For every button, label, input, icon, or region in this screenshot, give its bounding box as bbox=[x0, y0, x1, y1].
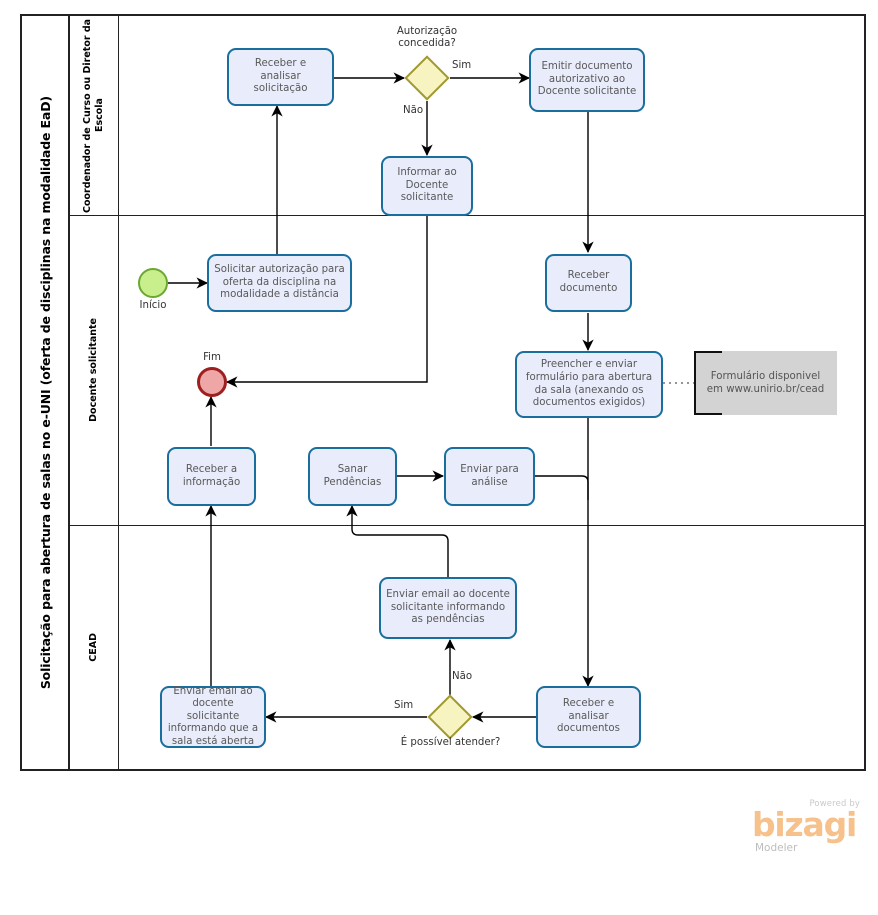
gateway-diamond-icon bbox=[427, 694, 473, 740]
lane-label-cead: CEAD bbox=[70, 525, 119, 769]
gateway-autorizacao-concedida[interactable] bbox=[404, 55, 450, 101]
lane-label-coordenador-text: Coordenador de Curso ou Diretor da Escol… bbox=[82, 18, 105, 213]
bizagi-edition-label: Modeler bbox=[755, 842, 798, 854]
pool-title-label: Solicitação para abertura de salas no e-… bbox=[37, 95, 53, 690]
flow-label-gateway1-nao: Não bbox=[403, 105, 424, 116]
task-enviar-para-analise[interactable]: Enviar para análise bbox=[444, 447, 535, 506]
task-emitir-documento-autorizativo[interactable]: Emitir documento autorizativo ao Docente… bbox=[529, 48, 645, 112]
lane-divider-1 bbox=[70, 215, 864, 216]
task-informar-ao-docente[interactable]: Informar ao Docente solicitante bbox=[381, 156, 473, 216]
task-receber-documento[interactable]: Receber documento bbox=[545, 254, 632, 312]
lane-divider-2 bbox=[70, 525, 864, 526]
annotation-formulario-disponivel: Formulário disponivel em www.unirio.br/c… bbox=[694, 351, 837, 415]
task-solicitar-autorizacao[interactable]: Solicitar autorização para oferta da dis… bbox=[207, 254, 352, 312]
flow-label-gateway2-sim: Sim bbox=[394, 700, 414, 711]
start-event-inicio[interactable] bbox=[138, 268, 168, 298]
task-enviar-email-sala-aberta[interactable]: Enviar email ao docente solicitante info… bbox=[160, 686, 266, 748]
task-receber-analisar-documentos[interactable]: Receber e analisar documentos bbox=[536, 686, 641, 748]
gateway-diamond-icon bbox=[404, 55, 450, 101]
gateway-e-possivel-atender-label: É possível atender? bbox=[400, 737, 501, 748]
lane-label-docente-text: Docente solicitante bbox=[88, 318, 99, 422]
task-sanar-pendencias[interactable]: Sanar Pendências bbox=[308, 447, 397, 506]
flow-label-gateway2-nao: Não bbox=[452, 671, 473, 682]
bizagi-branding: Powered by bizagi Modeler bbox=[752, 798, 862, 860]
end-event-label: Fim bbox=[203, 352, 221, 363]
flow-label-gateway1-sim: Sim bbox=[452, 60, 472, 71]
end-event-fim[interactable] bbox=[197, 367, 227, 397]
task-receber-a-informacao[interactable]: Receber a informação bbox=[167, 447, 256, 506]
lane-label-cead-text: CEAD bbox=[88, 632, 99, 662]
bizagi-powered-by-label: Powered by bbox=[809, 798, 860, 808]
lane-label-coordenador: Coordenador de Curso ou Diretor da Escol… bbox=[70, 16, 119, 215]
pool-title: Solicitação para abertura de salas no e-… bbox=[22, 16, 70, 769]
task-preencher-enviar-formulario[interactable]: Preencher e enviar formulário para abert… bbox=[515, 351, 663, 418]
gateway-e-possivel-atender[interactable] bbox=[427, 694, 473, 740]
task-enviar-email-pendencias[interactable]: Enviar email ao docente solicitante info… bbox=[379, 577, 517, 639]
gateway-autorizacao-concedida-label: Autorização concedida? bbox=[396, 26, 458, 50]
start-event-label: Início bbox=[139, 300, 167, 311]
lane-label-docente: Docente solicitante bbox=[70, 215, 119, 525]
task-receber-analisar-solicitacao[interactable]: Receber e analisar solicitação bbox=[227, 48, 334, 106]
bizagi-wordmark: bizagi bbox=[752, 805, 857, 844]
